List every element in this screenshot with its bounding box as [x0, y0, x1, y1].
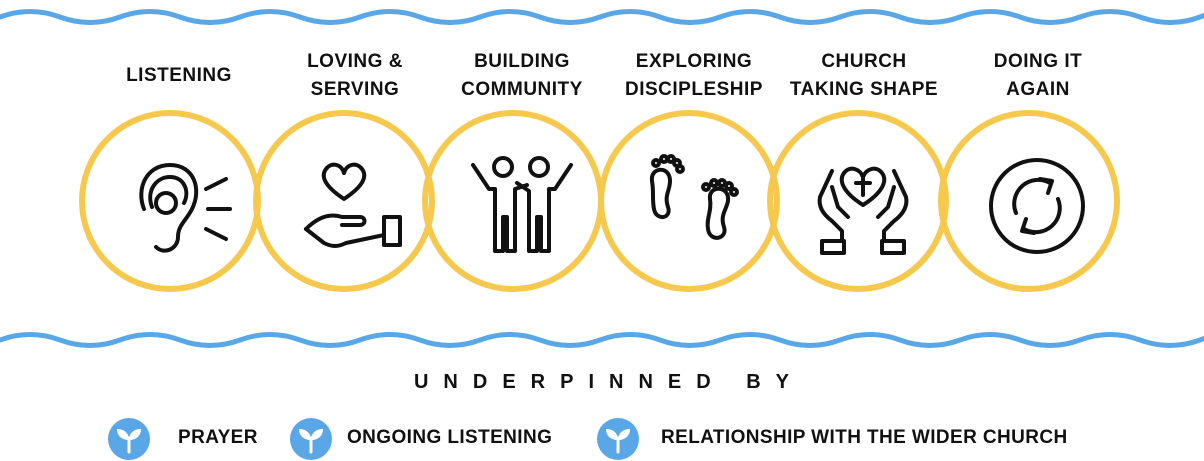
bottom-wave-divider — [0, 332, 1204, 348]
stage-label-building-community: BUILDING COMMUNITY — [437, 48, 607, 104]
stage-label-line: CHURCH — [821, 51, 907, 72]
hands-holding-heart-cross-icon — [817, 166, 909, 255]
sprout-icon — [108, 418, 150, 460]
stage-label-line: AGAIN — [1006, 79, 1070, 100]
stage-label-line: EXPLORING — [635, 51, 753, 72]
heart-in-hand-icon — [304, 162, 402, 248]
stage-ring-doing-it-again — [938, 110, 1120, 292]
underpinned-by-heading: UNDERPINNED BY — [413, 371, 805, 393]
pillar-label-prayer: PRAYER — [178, 427, 258, 448]
stage-label-line: COMMUNITY — [461, 79, 583, 100]
stage-label-loving-serving: LOVING & SERVING — [270, 48, 440, 104]
stage-label-line: TAKING SHAPE — [789, 79, 939, 100]
stage-label-line: DOING IT — [993, 51, 1083, 72]
cycle-arrows-icon — [989, 158, 1085, 254]
people-embracing-icon — [471, 156, 573, 253]
pillar-label-relationship-wider-church: RELATIONSHIP WITH THE WIDER CHURCH — [661, 427, 1068, 448]
ear-icon — [139, 163, 232, 253]
stage-label-exploring-discipleship: EXPLORING DISCIPLESHIP — [609, 48, 779, 104]
footprints-icon — [649, 154, 739, 240]
stage-label-line: LOVING & — [307, 51, 403, 72]
pillar-label-ongoing-listening: ONGOING LISTENING — [347, 427, 553, 448]
top-wave-divider — [0, 9, 1204, 25]
stage-label-church-taking-shape: CHURCH TAKING SHAPE — [779, 48, 949, 104]
sprout-icon — [597, 418, 639, 460]
sprout-icon — [290, 418, 332, 460]
stage-label-line: SERVING — [310, 79, 400, 100]
stage-label-line: LISTENING — [126, 65, 232, 86]
stage-label-line: DISCIPLESHIP — [625, 79, 763, 100]
stage-label-doing-it-again: DOING IT AGAIN — [953, 48, 1123, 104]
stage-label-listening: LISTENING — [94, 62, 264, 90]
stage-label-line: BUILDING — [474, 51, 570, 72]
